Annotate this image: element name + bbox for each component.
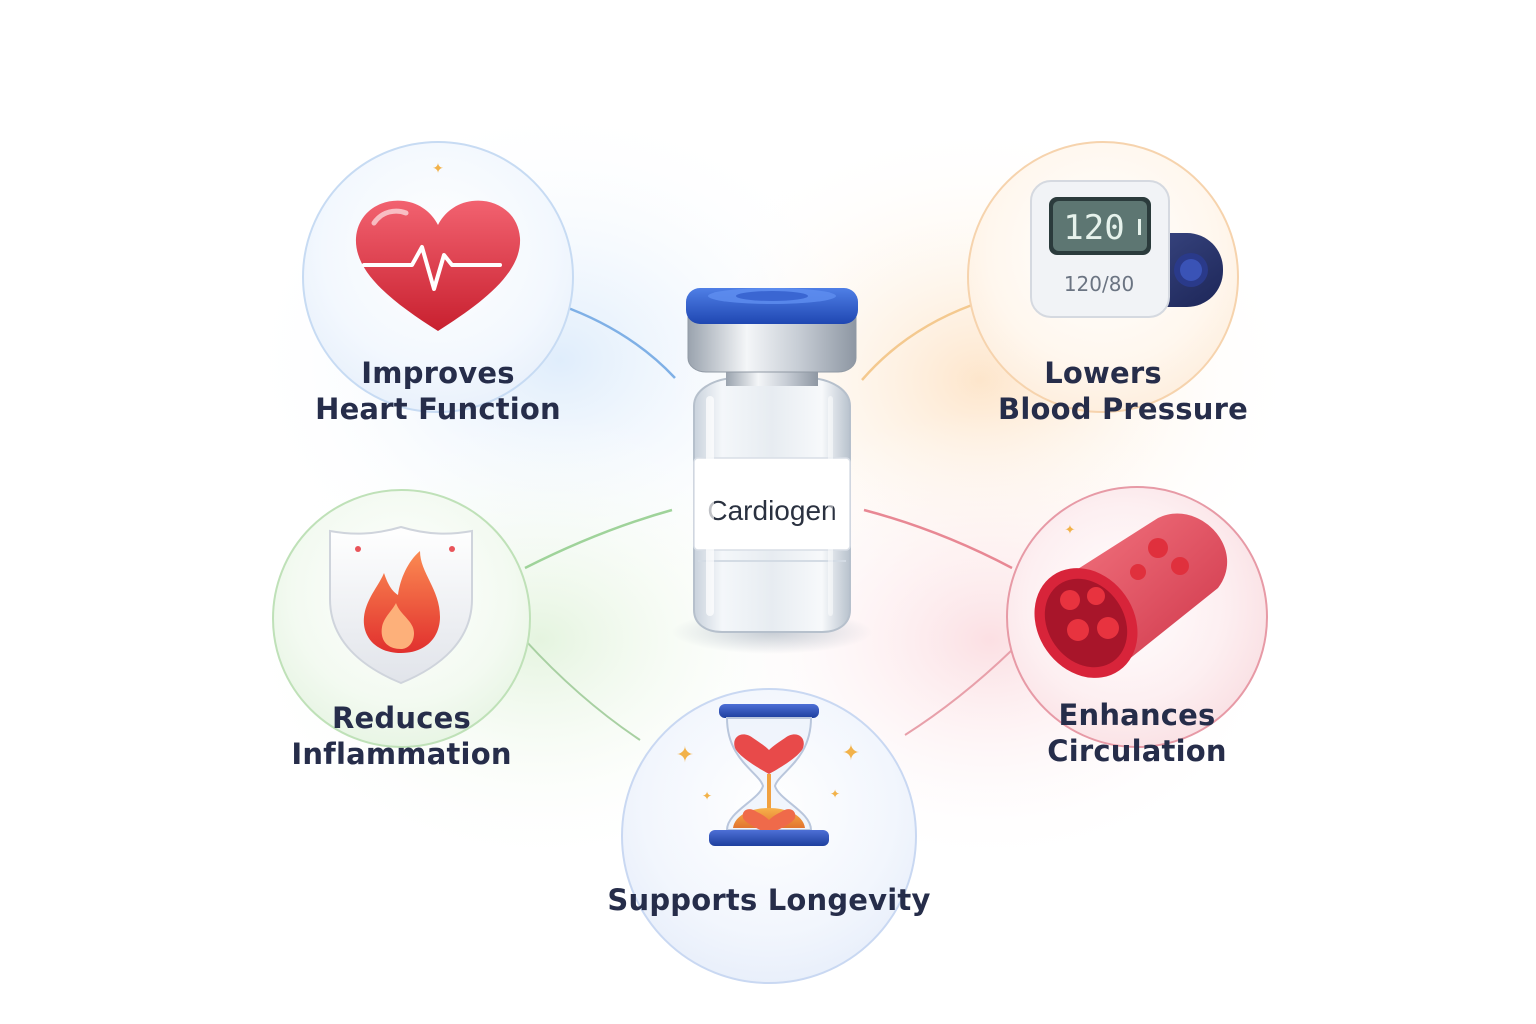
blood-pressure-monitor-icon: 120/80 120 [1030,180,1223,318]
connector-heart [559,303,676,379]
benefit-heart-function: ✦ Improves Heart Function [302,141,574,426]
benefit-circulation-label: Enhances Circulation [988,697,1286,769]
benefit-blood-pressure: 120/80 120 Lowers Blood Pressure [967,141,1248,426]
vial-label-text: Cardiogen [707,495,836,526]
benefit-inflammation: Reduces Inflammation [272,489,531,771]
connector-longevity-right [904,649,1013,736]
shield-flame-icon [329,525,473,685]
blood-vessel-icon: ✦ [1034,513,1228,678]
benefit-inflammation-label: Reduces Inflammation [254,700,549,772]
connector-blood-pressure [861,303,973,381]
benefit-inflammation-line2: Inflammation [291,737,512,771]
hourglass-heart-icon: ✦ ✦ ✦ ✦ [676,704,860,846]
svg-text:✦: ✦ [702,789,712,803]
benefit-heart-label: Improves Heart Function [284,355,592,427]
cardiogen-vial: Cardiogen [672,288,872,654]
benefit-longevity-label: Supports Longevity [593,882,945,918]
benefit-bp-label: Lowers Blood Pressure [949,355,1257,427]
bp-display-text: 120 [1063,208,1124,248]
svg-text:✦: ✦ [830,787,840,801]
benefit-heart-line1: Improves [361,356,515,390]
connector-inflammation [524,508,673,570]
benefit-bp-line1: Lowers [1044,356,1162,390]
benefit-circulation: ✦ Enhances Circulation [1006,486,1268,768]
benefit-inflammation-line1: Reduces [332,701,471,735]
benefit-longevity-text: Supports Longevity [607,883,931,917]
bp-reading-text: 120/80 [1064,272,1134,296]
connector-circulation [863,508,1013,570]
benefit-longevity: ✦ ✦ ✦ ✦ Supports Longevity [607,688,930,984]
benefit-circulation-line2: Circulation [1047,734,1227,768]
svg-text:✦: ✦ [432,161,444,177]
benefit-bp-line2: Blood Pressure [998,392,1248,426]
svg-text:✦: ✦ [676,743,694,768]
connector-longevity-left [524,639,641,741]
svg-text:✦: ✦ [842,741,860,766]
benefit-heart-line2: Heart Function [315,392,561,426]
svg-text:✦: ✦ [1065,523,1076,538]
benefit-circulation-line1: Enhances [1058,698,1216,732]
heart-pulse-icon: ✦ [355,161,521,331]
